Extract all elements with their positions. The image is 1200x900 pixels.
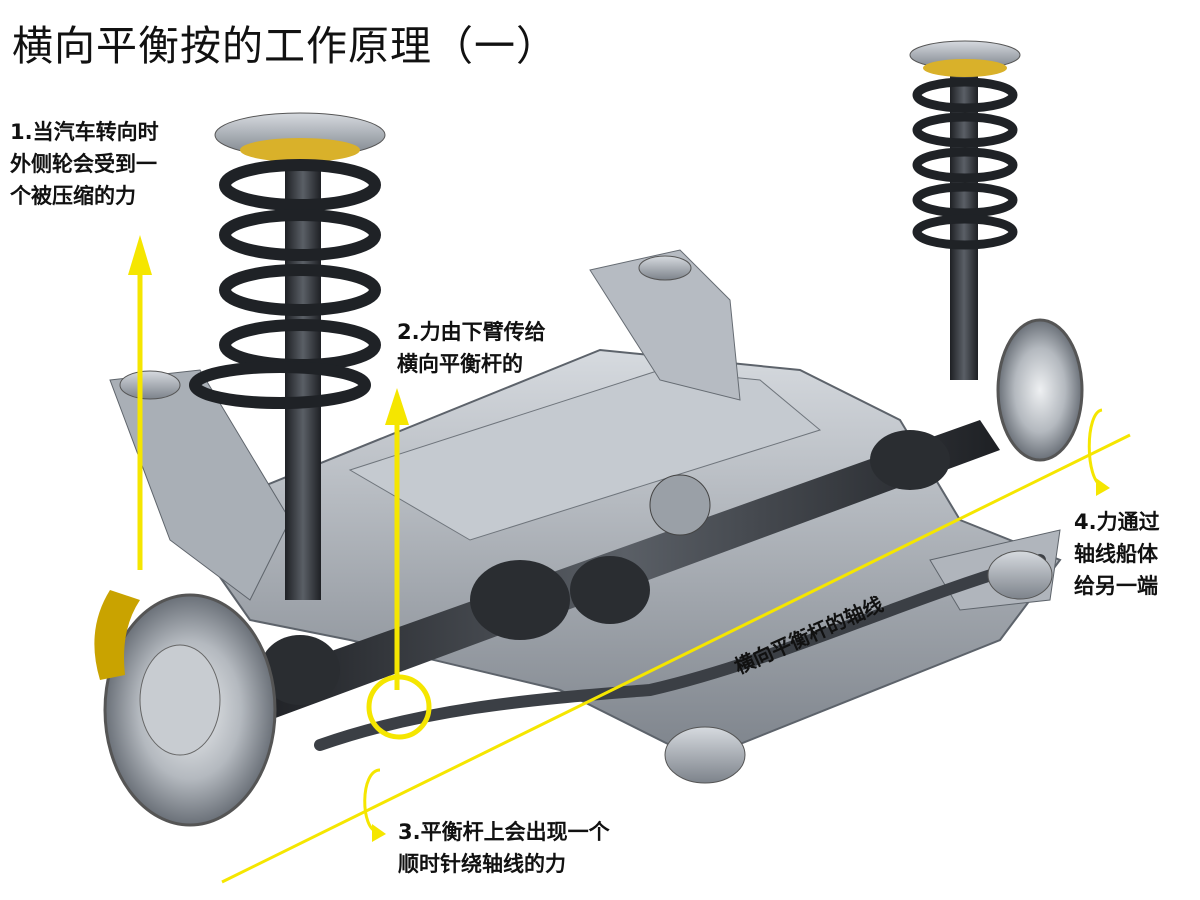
force-arrow-2 — [385, 388, 409, 690]
left-brake-disc — [94, 590, 277, 827]
step-4-note: 4.力通过 轴线船体 给另一端 — [1074, 506, 1160, 602]
note-line: 横向平衡杆的 — [397, 352, 523, 376]
step-2-note: 2.力由下臂传给 横向平衡杆的 — [397, 316, 546, 380]
force-arrow-1 — [128, 235, 152, 570]
right-brake-disc — [996, 318, 1084, 462]
stabilizer-bar — [314, 554, 1046, 751]
rotation-arrow-front — [363, 768, 386, 842]
note-line: 4.力通过 — [1074, 510, 1160, 534]
note-line: 2.力由下臂传给 — [397, 320, 546, 344]
rotation-arrow-rear — [1087, 408, 1110, 496]
link-highlight-circle — [366, 674, 432, 740]
page-title: 横向平衡按的工作原理（一） — [12, 22, 558, 70]
note-line: 顺时针绕轴线的力 — [398, 852, 566, 876]
right-strut — [909, 40, 1021, 380]
note-line: 1.当汽车转向时 — [10, 120, 159, 144]
note-line: 轴线船体 — [1074, 542, 1158, 566]
note-line: 外侧轮会受到一 — [10, 152, 157, 176]
stabilizer-axis-line — [221, 433, 1131, 884]
mounts — [119, 255, 1053, 784]
step-1-note: 1.当汽车转向时 外侧轮会受到一 个被压缩的力 — [10, 116, 159, 212]
step-3-note: 3.平衡杆上会出现一个 顺时针绕轴线的力 — [398, 816, 610, 880]
note-line: 3.平衡杆上会出现一个 — [398, 820, 610, 844]
left-strut — [189, 112, 386, 600]
note-line: 个被压缩的力 — [10, 184, 136, 208]
steering-rack — [250, 420, 1000, 720]
note-line: 给另一端 — [1074, 574, 1158, 598]
